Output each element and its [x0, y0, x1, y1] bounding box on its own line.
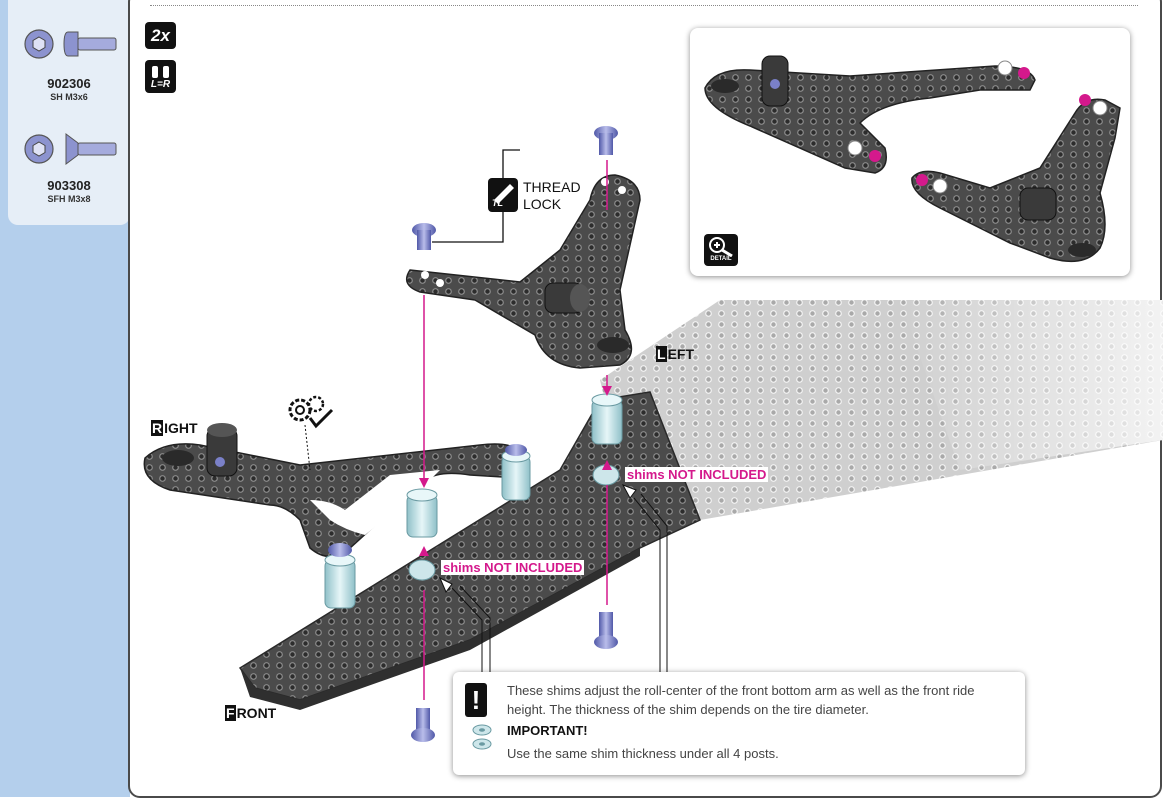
right-arm-mount — [143, 423, 526, 558]
screw-head — [505, 444, 527, 456]
important-text: Use the same shim thickness under all 4 … — [507, 746, 779, 761]
part-desc: SH M3x6 — [50, 92, 88, 102]
screw-head — [328, 543, 352, 557]
shims-label: shims NOT INCLUDED — [625, 467, 769, 482]
magnifier-icon — [709, 237, 733, 257]
thread-lock-icon-text: TL — [492, 198, 503, 208]
post — [501, 449, 531, 501]
detail-badge: DETAIL — [704, 234, 738, 266]
top-divider — [150, 5, 1138, 6]
post — [591, 393, 623, 445]
post — [324, 553, 356, 609]
chassis-plate — [238, 391, 701, 710]
left-equals-right-badge: L=R — [145, 60, 176, 93]
hex-socket-head-icon — [24, 29, 117, 59]
thread-lock-label: THREAD LOCK — [523, 179, 581, 212]
screws — [328, 126, 618, 742]
quantity-badge: 2x — [145, 22, 176, 49]
countersunk-screw-icon — [24, 133, 117, 165]
part-desc: SFH M3x8 — [47, 194, 91, 204]
shims-label: shims NOT INCLUDED — [441, 560, 585, 575]
detail-inset: DETAIL — [690, 28, 1130, 276]
mirror-icon — [152, 66, 169, 78]
post — [406, 488, 438, 538]
screw — [411, 708, 435, 742]
warning-icon: ! — [465, 683, 487, 717]
note-body: These shims adjust the roll-center of th… — [507, 683, 975, 717]
part-code: 902306 — [47, 76, 91, 91]
detail-text: DETAIL — [710, 256, 732, 262]
screw — [594, 126, 618, 155]
screw — [412, 223, 436, 250]
lr-text: L=R — [150, 79, 171, 90]
shim — [408, 559, 436, 581]
left-arm-mount — [405, 174, 641, 369]
shim-stack-icon — [472, 724, 492, 750]
gear-leader — [304, 424, 311, 471]
gear-check-icon — [288, 395, 334, 429]
parts-panel: 902306 SH M3x6 903308 SFH M3x8 — [8, 0, 130, 225]
note-box: ! These shims adjust the roll-center of … — [453, 672, 1025, 775]
note-pointers — [439, 484, 668, 688]
screw — [594, 612, 618, 649]
assembly-guide-lines — [419, 160, 612, 700]
detail-illustration — [704, 55, 1121, 263]
thread-lock-icon — [488, 178, 518, 212]
chassis-plate-rear — [600, 300, 1163, 545]
part-code: 903308 — [47, 178, 91, 193]
important-label: IMPORTANT! — [507, 723, 588, 738]
